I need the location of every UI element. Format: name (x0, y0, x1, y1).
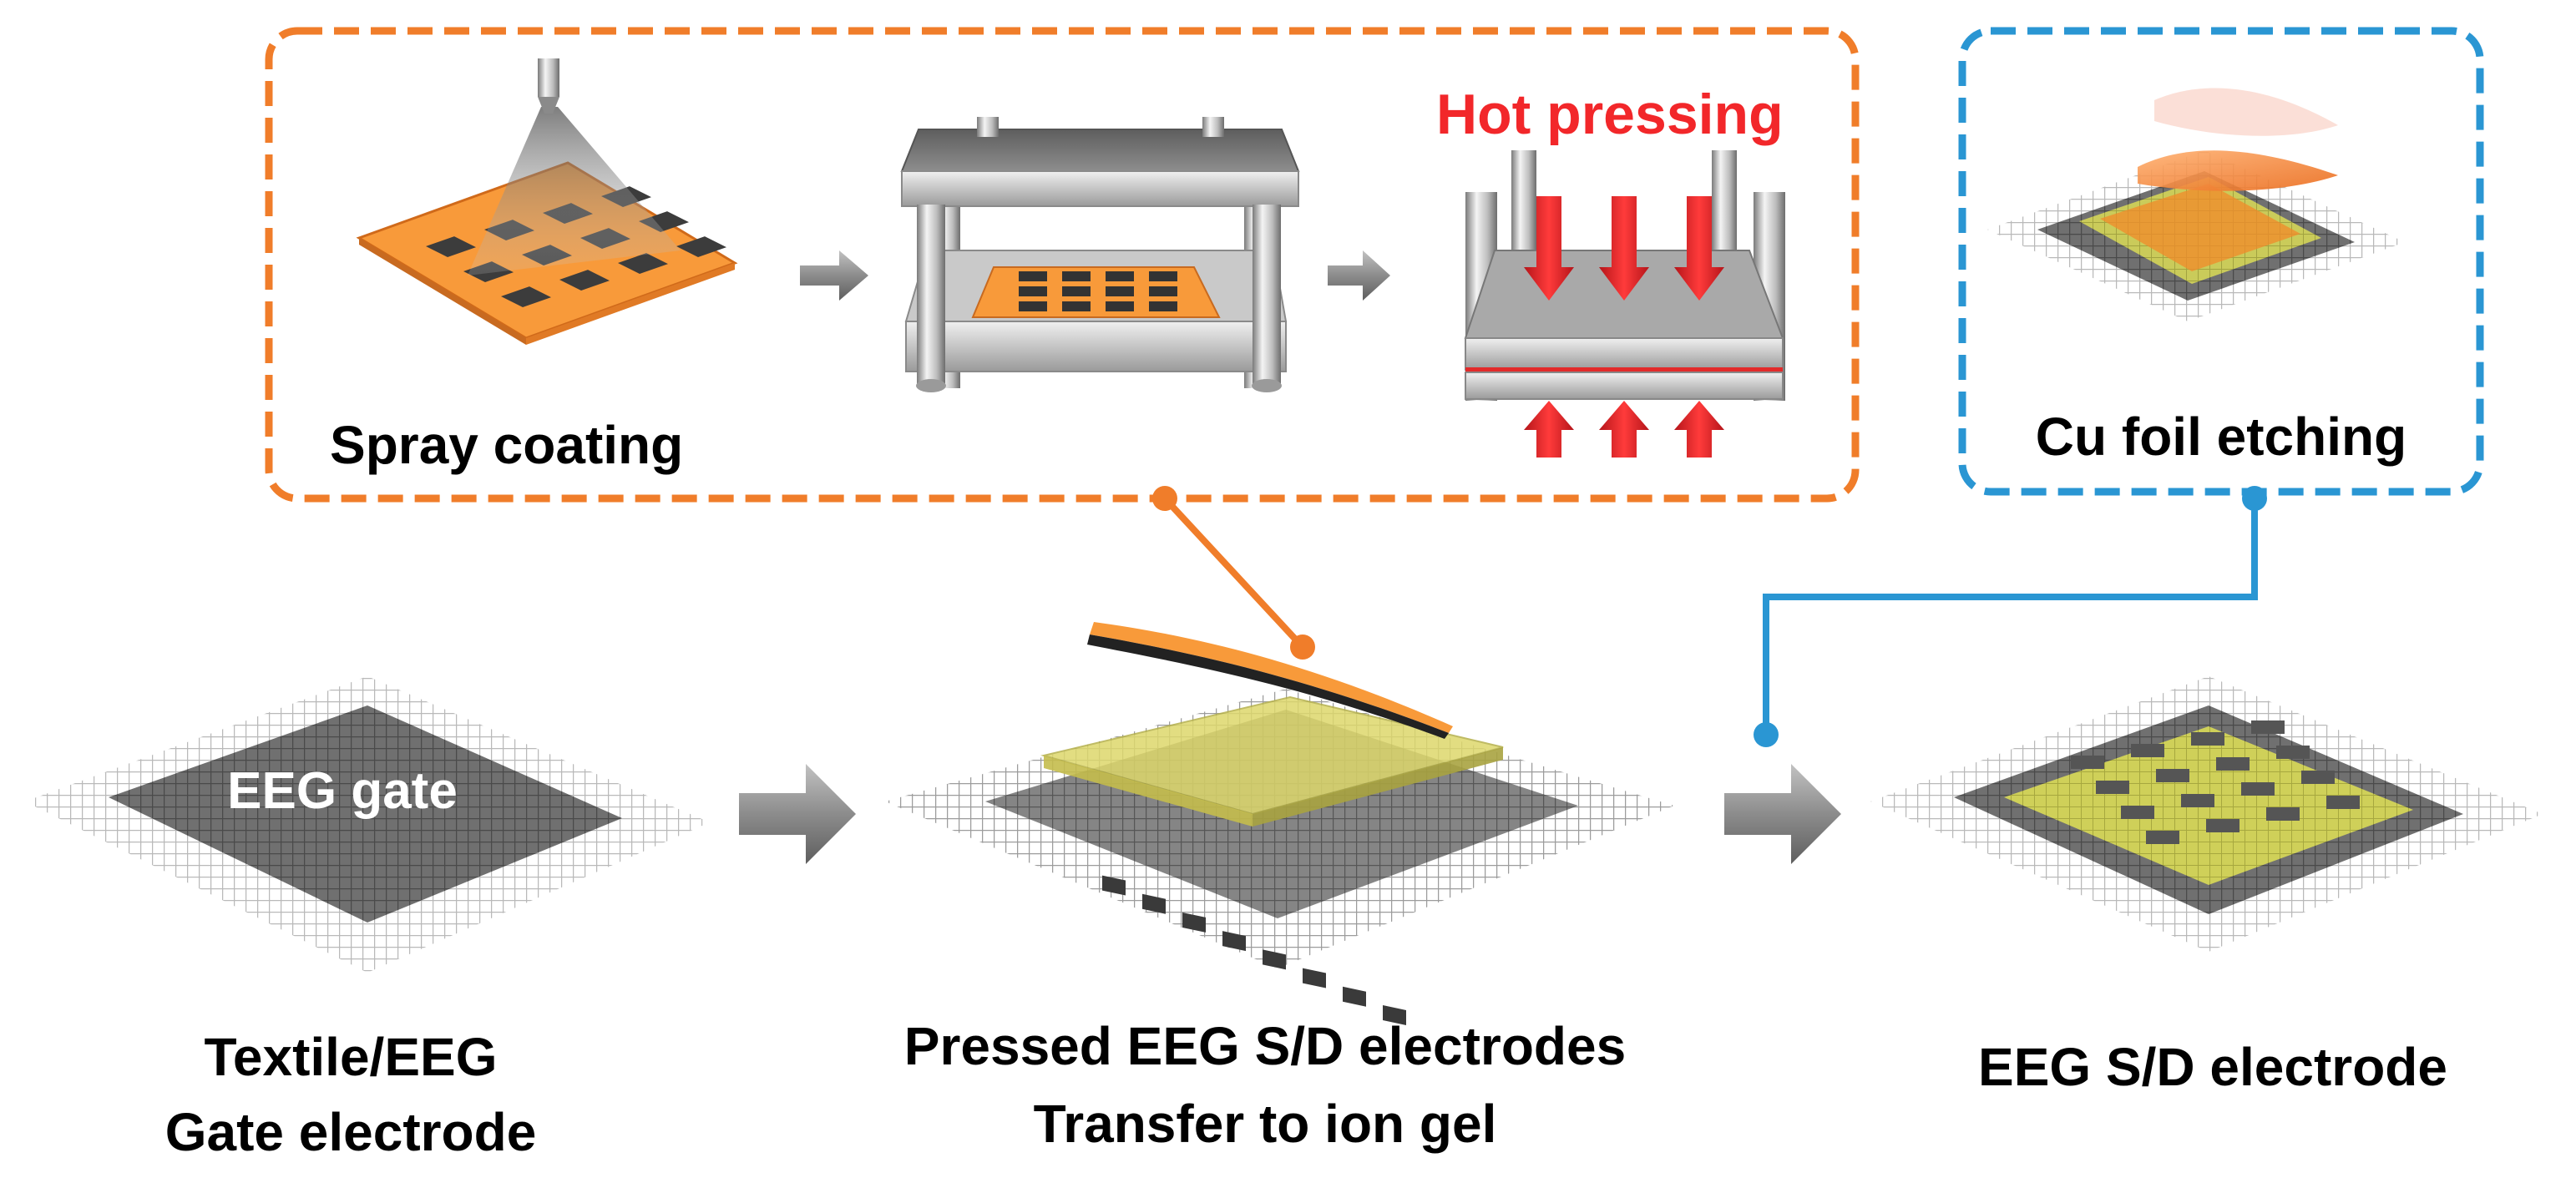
eeg-gate-label: EEG gate (227, 762, 458, 820)
cu-foil-etching-illustration (1987, 88, 2405, 321)
electrode-pad (2096, 781, 2129, 794)
electrode-pad (2121, 806, 2154, 819)
electrode-pad (1062, 271, 1091, 281)
spray-nozzle-icon (538, 58, 559, 114)
spray-press-frame (265, 27, 1860, 503)
pressed-caption-line2: Transfer to ion gel (1034, 1094, 1497, 1154)
electrode-pad (1149, 286, 1177, 296)
process-arrow-icon (739, 764, 856, 864)
textile-caption-line2: Gate electrode (165, 1102, 537, 1162)
pressed-caption-line1: Pressed EEG S/D electrodes (904, 1016, 1626, 1076)
electrode-pad (1149, 271, 1177, 281)
electrode-pad (618, 253, 668, 274)
electrode-pad (1142, 893, 1166, 914)
electrode-pad (1062, 301, 1091, 311)
electrode-pad (1019, 271, 1047, 281)
electrode-pad (2071, 756, 2104, 769)
sd-electrode-caption: EEG S/D electrode (1978, 1037, 2447, 1097)
textile-mesh-icon: EEG gate (25, 676, 710, 973)
electrode-pad (559, 270, 610, 291)
electrode-pad (2156, 769, 2189, 782)
process-arrow-icon (800, 250, 868, 301)
pressed-electrodes-illustration (885, 622, 1674, 1025)
electrode-pad (2131, 744, 2164, 757)
hot-pressing-illustration: Hot pressing (1436, 83, 1785, 458)
electrode-pad (2216, 757, 2250, 771)
spray-coating-illustration (356, 58, 738, 345)
sd-electrode-illustration (1870, 676, 2543, 952)
electrode-pad (2181, 794, 2214, 807)
electrode-pad (2191, 732, 2224, 746)
electrode-pad (1182, 912, 1206, 933)
electrode-pad (1019, 301, 1047, 311)
electrode-pad (501, 286, 551, 307)
process-arrow-icon (1724, 764, 1841, 864)
electrode-pad (2301, 771, 2335, 784)
hot-press-icon (900, 117, 1300, 392)
process-arrow-icon (1328, 250, 1390, 301)
copper-foil-icon (2138, 88, 2338, 191)
electrode-pad (2146, 831, 2179, 844)
electrode-pad (1106, 271, 1134, 281)
electrode-pad (1106, 301, 1134, 311)
electrode-pad (2266, 807, 2300, 821)
electrode-pad (1222, 931, 1246, 952)
electrode-pad (1106, 286, 1134, 296)
hot-pressing-label: Hot pressing (1436, 83, 1784, 146)
electrode-pad (2206, 819, 2239, 832)
electrode-pad (1019, 286, 1047, 296)
blue-connector (1754, 486, 2267, 747)
electrode-pad (1263, 949, 1286, 970)
electrode-pad (426, 236, 476, 257)
cu-foil-etching-label: Cu foil etching (2036, 407, 2406, 467)
electrode-pad (1149, 301, 1177, 311)
spray-cone (468, 107, 681, 276)
electrode-pad (1383, 1004, 1406, 1025)
electrode-pad (1343, 986, 1366, 1007)
electrode-pad (676, 236, 726, 257)
electrode-pad (1102, 875, 1126, 896)
electrode-pad (2276, 746, 2310, 759)
electrode-pad (2241, 782, 2275, 796)
orange-connector (1152, 486, 1315, 660)
etching-frame (1958, 27, 2484, 496)
electrode-pad (1303, 968, 1326, 988)
electrode-pad (2251, 720, 2285, 734)
electrode-pad (1062, 286, 1091, 296)
electrode-pad (2326, 796, 2360, 809)
textile-caption-line1: Textile/EEG (205, 1027, 498, 1087)
spray-coating-label: Spray coating (330, 415, 683, 475)
